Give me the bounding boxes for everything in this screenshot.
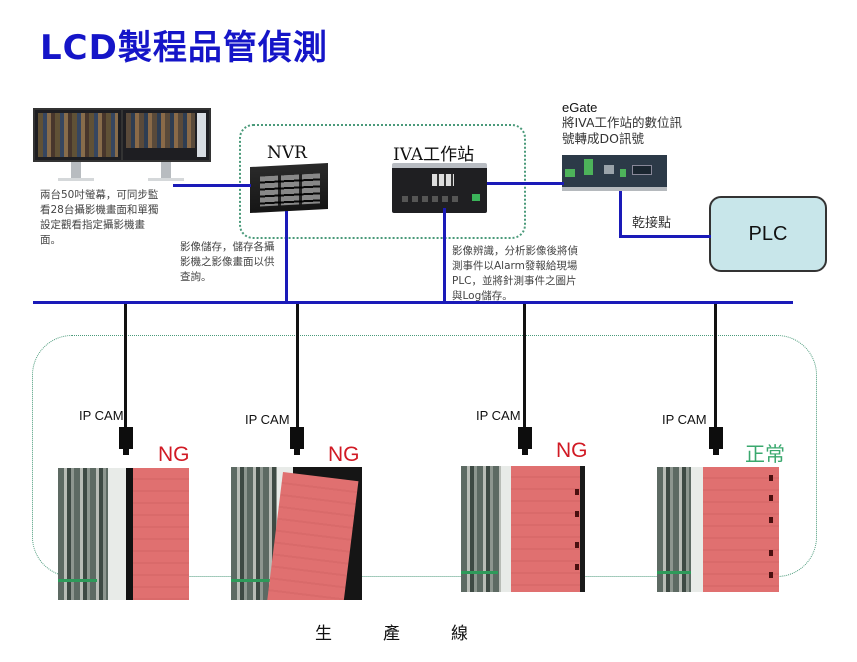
camera-snapshot-4 — [657, 467, 779, 592]
production-line-border — [32, 335, 817, 577]
network-backbone — [33, 301, 793, 304]
status-label-3: NG — [556, 439, 588, 462]
camera-cable-2 — [296, 304, 299, 428]
camera-cable-1 — [124, 304, 127, 428]
egate-label: eGate — [562, 100, 598, 115]
iva-description-line-3: PLC，並將針測事件之圖片 — [452, 275, 577, 287]
camera-snapshot-1 — [58, 468, 189, 600]
nvr-to-backbone-link — [285, 211, 288, 303]
monitor-to-nvr-link — [173, 184, 251, 187]
camera-cable-3 — [523, 304, 526, 428]
ip-cam-label-1: IP CAM — [79, 408, 124, 423]
status-label-1: NG — [158, 443, 190, 466]
plc-box: PLC — [709, 196, 827, 272]
iva-description-line-4: 與Log儲存。 — [452, 290, 513, 302]
ip-camera-icon-1 — [119, 427, 133, 455]
plc-label: PLC — [748, 222, 788, 245]
egate-device-image — [562, 155, 667, 191]
egate-description-line-1: 將IVA工作站的數位訊 — [562, 115, 682, 130]
server-group-border — [239, 124, 526, 239]
ip-camera-icon-4 — [709, 427, 723, 455]
egate-to-plc-link-horizontal — [619, 235, 711, 238]
monitor-right — [121, 108, 211, 162]
dual-monitors-image — [33, 108, 211, 183]
camera-snapshot-2 — [231, 467, 362, 600]
nvr-description: 影像儲存，儲存各攝影機之影像畫面以供查詢。 — [180, 241, 275, 283]
iva-workstation-image — [392, 163, 487, 213]
monitor-left — [33, 108, 123, 162]
ip-camera-icon-2 — [290, 427, 304, 455]
egate-description: 將IVA工作站的數位訊 號轉成DO訊號 — [562, 115, 682, 147]
status-label-4: 正常 — [745, 442, 785, 466]
ip-cam-label-3: IP CAM — [476, 408, 521, 423]
egate-description-line-2: 號轉成DO訊號 — [562, 131, 644, 146]
production-line-label: 生 產 線 — [315, 624, 468, 644]
ip-cam-label-4: IP CAM — [662, 412, 707, 427]
ip-cam-label-2: IP CAM — [245, 412, 290, 427]
camera-cable-4 — [714, 304, 717, 428]
iva-to-backbone-link — [443, 208, 446, 303]
page-title: LCD製程品管偵測 — [40, 28, 328, 68]
iva-description: 影像辨識，分析影像後將偵 測事件以Alarm發報給現場 PLC，並將針測事件之圖… — [452, 244, 578, 304]
monitors-description: 兩台50吋螢幕，可同步監看28台攝影機畫面和單獨設定觀看指定攝影機畫面。 — [40, 189, 159, 246]
nvr-device-image — [250, 162, 328, 214]
iva-description-line-2: 測事件以Alarm發報給現場 — [452, 260, 578, 272]
iva-description-line-1: 影像辨識，分析影像後將偵 — [452, 245, 578, 257]
dry-contact-label: 乾接點 — [632, 216, 672, 231]
iva-to-egate-link — [487, 182, 564, 185]
nvr-label: NVR — [267, 143, 307, 163]
status-label-2: NG — [328, 443, 360, 466]
ip-camera-icon-3 — [518, 427, 532, 455]
camera-snapshot-3 — [461, 466, 585, 592]
egate-to-plc-link-vertical — [619, 191, 622, 237]
iva-label: IVA工作站 — [393, 145, 475, 165]
